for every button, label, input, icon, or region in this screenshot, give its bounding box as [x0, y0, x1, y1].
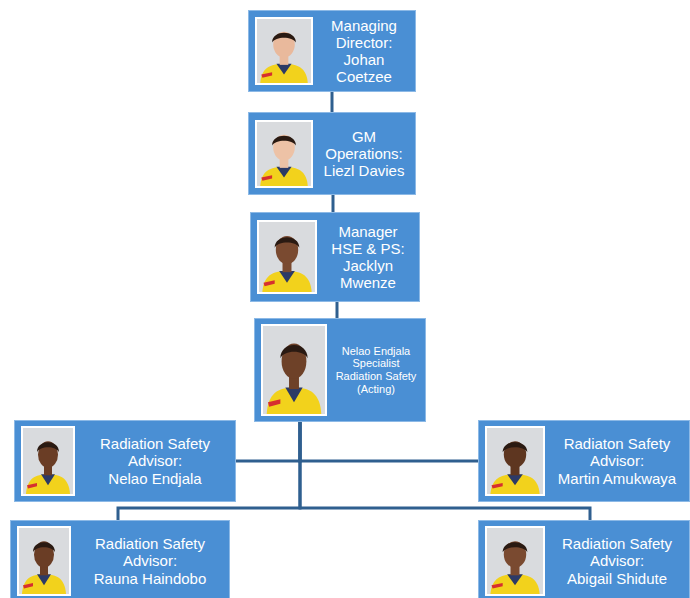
portrait-part: [491, 583, 502, 589]
portrait-part: [275, 237, 300, 248]
portrait-part: [37, 442, 59, 452]
portrait-part: [23, 428, 73, 494]
portrait-part: [490, 574, 539, 594]
person-name: Nelao Endjala: [81, 470, 229, 487]
portrait-part: [259, 222, 315, 292]
reporting-line: [336, 302, 339, 318]
portrait-part: [262, 271, 311, 292]
portrait-part: [260, 64, 308, 83]
portrait-part: [272, 135, 296, 145]
role-title: Radiation Safety Advisor:: [551, 535, 683, 570]
portrait-part: [26, 474, 70, 494]
person-box: Managing Director:Johan Coetzee: [248, 10, 416, 92]
reporting-line: [331, 92, 334, 112]
portrait-part: [19, 528, 69, 594]
portrait-photo: [17, 526, 71, 596]
person-box: Radiaton Safety Advisor:Martin Amukwaya: [478, 420, 690, 502]
text-area: Manager HSE & PS:Jacklyn Mwenze: [317, 223, 413, 292]
text-area: GM Operations:Liezl Davies: [313, 128, 409, 180]
portrait-photo: [255, 17, 313, 85]
portrait-part: [263, 280, 274, 286]
person-name: Liezl Davies: [319, 162, 409, 179]
role-title: Radiation Safety Advisor:: [81, 435, 229, 470]
person-name: Rauna Haindobo: [77, 570, 223, 587]
portrait-part: [491, 483, 502, 489]
portrait-photo: [485, 426, 545, 496]
portrait-part: [280, 345, 307, 358]
portrait-part: [27, 483, 37, 489]
portrait-part: [487, 428, 543, 494]
person-box: GM Operations:Liezl Davies: [248, 112, 416, 195]
portrait-photo: [21, 426, 75, 496]
portrait-part: [276, 64, 291, 75]
portrait-part: [263, 326, 325, 414]
portrait-part: [257, 122, 311, 186]
person-box: Manager HSE & PS:Jacklyn Mwenze: [250, 212, 420, 302]
portrait-part: [37, 574, 51, 585]
role-title: Radiaton Safety Advisor:: [551, 435, 683, 470]
person-name: Martin Amukwaya: [551, 470, 683, 487]
portrait-photo: [261, 324, 327, 416]
portrait-photo: [255, 120, 313, 188]
text-area: Radiation Safety Advisor:Rauna Haindobo: [71, 535, 223, 587]
text-area: Nelao Endjala Specialist Radiation Safet…: [327, 345, 419, 396]
portrait-part: [261, 175, 272, 180]
person-name: Abigail Shidute: [551, 570, 683, 587]
reporting-line: [236, 422, 300, 461]
portrait-part: [34, 541, 54, 567]
portrait-part: [22, 574, 66, 594]
text-area: Radiaton Safety Advisor:Martin Amukwaya: [545, 435, 683, 487]
person-box: Radiation Safety Advisor:Rauna Haindobo: [10, 520, 230, 598]
role-title: Managing Director:: [319, 17, 409, 52]
portrait-part: [279, 271, 295, 283]
portrait-part: [257, 19, 311, 83]
portrait-part: [261, 72, 272, 77]
portrait-part: [276, 166, 291, 177]
person-box: Radiation Safety Advisor:Nelao Endjala: [14, 420, 236, 502]
portrait-part: [507, 574, 523, 585]
portrait-part: [272, 33, 296, 43]
portrait-part: [507, 474, 523, 485]
portrait-part: [285, 388, 302, 403]
person-box: Radiation Safety Advisor:Abigail Shidute: [478, 520, 690, 598]
portrait-photo: [257, 220, 317, 294]
portrait-photo: [485, 526, 545, 596]
text-area: Managing Director:Johan Coetzee: [313, 17, 409, 86]
role-title: GM Operations:: [319, 128, 409, 163]
portrait-part: [260, 166, 308, 185]
reporting-line: [332, 195, 335, 212]
portrait-part: [38, 441, 58, 467]
portrait-part: [33, 542, 55, 552]
person-box: Nelao Endjala Specialist Radiation Safet…: [254, 318, 426, 422]
text-area: Radiation Safety Advisor:Abigail Shidute: [545, 535, 683, 587]
portrait-part: [23, 583, 33, 589]
portrait-part: [487, 528, 543, 594]
reporting-line: [300, 422, 478, 461]
portrait-part: [268, 399, 280, 406]
portrait-part: [503, 442, 528, 452]
role-title: Nelao Endjala Specialist Radiation Safet…: [333, 345, 419, 396]
role-title: Manager HSE & PS:: [323, 223, 413, 258]
text-area: Radiation Safety Advisor:Nelao Endjala: [75, 435, 229, 487]
portrait-part: [41, 474, 55, 485]
person-name: Jacklyn Mwenze: [323, 257, 413, 292]
portrait-part: [503, 542, 528, 552]
person-name: Johan Coetzee: [319, 51, 409, 86]
portrait-part: [267, 388, 322, 414]
portrait-part: [490, 474, 539, 494]
role-title: Radiation Safety Advisor:: [77, 535, 223, 570]
